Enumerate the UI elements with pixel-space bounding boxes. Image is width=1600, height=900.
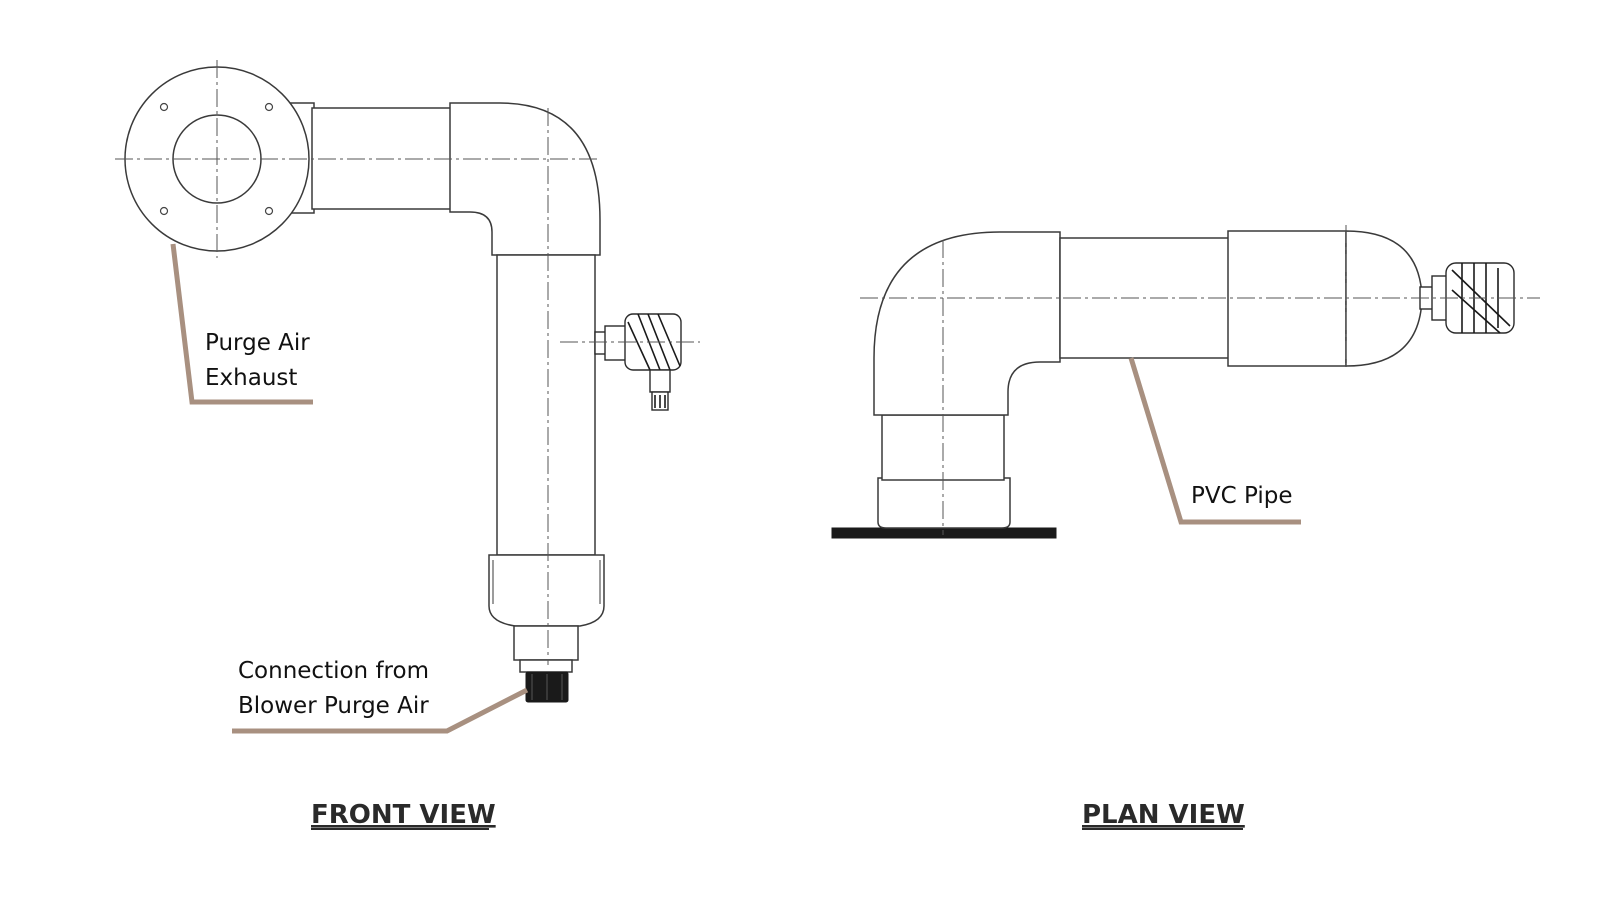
leader-purge-air-exhaust [170, 243, 313, 405]
front-view-drawing [115, 60, 700, 703]
leader-pvc-pipe [1128, 357, 1301, 525]
plan-view-title: PLAN VIEW [1082, 800, 1245, 830]
label-pvc-pipe: PVC Pipe [1191, 483, 1292, 509]
front-side-sensor [594, 313, 682, 411]
front-elbow [449, 102, 601, 256]
front-vertical-pipe [496, 254, 596, 556]
label-connection-line1: Connection from [238, 658, 429, 684]
label-purge-air-exhaust-line1: Purge Air [205, 330, 310, 356]
plan-base-socket [877, 477, 1011, 529]
label-connection-line2: Blower Purge Air [238, 693, 429, 719]
plan-view-drawing [831, 225, 1540, 539]
plan-elbow [873, 231, 1061, 416]
front-bottom-socket [488, 554, 605, 627]
front-view-title: FRONT VIEW [311, 800, 496, 830]
leader-blower-connection [232, 687, 529, 734]
plan-base-plate [831, 527, 1057, 539]
label-purge-air-exhaust-line2: Exhaust [205, 365, 297, 391]
front-bottom-fitting [513, 625, 579, 661]
